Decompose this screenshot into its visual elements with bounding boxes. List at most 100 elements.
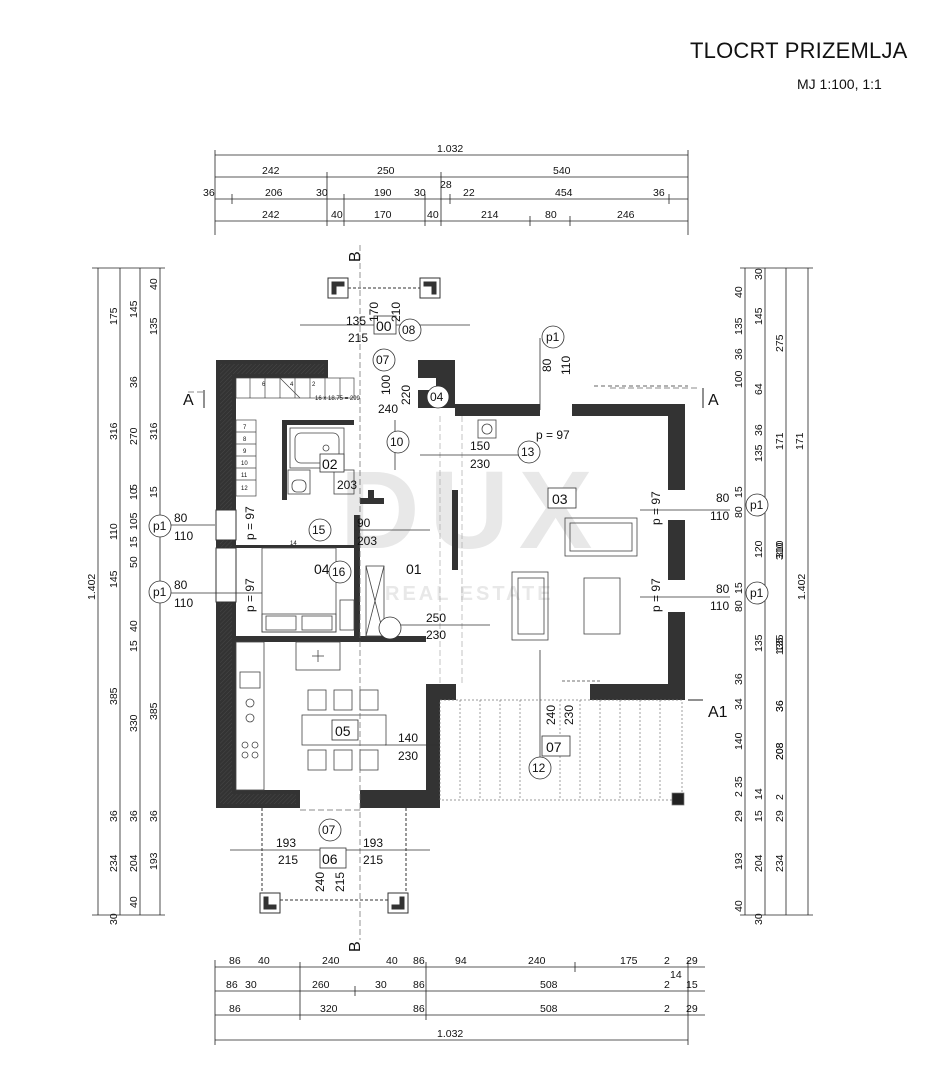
room-02: 02 (322, 456, 338, 472)
right-dim: 29 (733, 810, 745, 822)
right-dim: 135 (733, 317, 745, 335)
door-kitchen-height: 230 (398, 749, 418, 763)
top-dimensions (214, 150, 689, 235)
top-dim: 250 (377, 165, 395, 177)
marker-circles (148, 318, 769, 842)
right-dim: 100 (733, 370, 745, 388)
top-dim: 28 (440, 179, 452, 191)
section-a1: A1 (708, 704, 728, 721)
bottom-dim: 320 (320, 1003, 338, 1015)
right-dim: 208 (774, 742, 786, 760)
south-dim: 240 (313, 872, 327, 892)
right-dim: 135 (753, 444, 765, 462)
left-dim: 10 (128, 488, 140, 500)
window-left-width: 80 (174, 511, 188, 525)
bottom-dim: 86 (229, 955, 241, 967)
top-dim: 22 (463, 187, 475, 199)
right-dim: 275 (774, 334, 786, 352)
stair-step: 10 (241, 461, 248, 467)
marker-13: 13 (521, 445, 535, 459)
right-dim: 40 (733, 900, 745, 912)
window-left-height: 110 (174, 529, 193, 543)
marker-08: 08 (402, 323, 416, 337)
parapet-right-a: p = 97 (649, 491, 663, 525)
parapet-labels: p = 97 p = 97 p = 97 p = 97 p = 97 (243, 428, 663, 612)
right-dim: 40 (733, 286, 745, 298)
top-dim: 40 (331, 209, 343, 221)
top-dim: 242 (262, 209, 280, 221)
door-entry-dim: 210 (389, 302, 403, 322)
right-dim: 35 (733, 776, 745, 788)
left-dim: 135 (148, 317, 160, 335)
left-dim: 270 (128, 427, 140, 445)
stair-step: 6 (262, 382, 266, 388)
right-dim: 36 (733, 673, 745, 685)
door-terrace-height: 230 (562, 705, 576, 725)
marker-04: 04 (430, 390, 444, 404)
top-dim: 206 (265, 187, 283, 199)
bottom-dim: 86 (229, 1003, 241, 1015)
left-dim: 175 (108, 307, 120, 325)
right-dim: 36 (753, 424, 765, 436)
drawing-title: TLOCRT PRIZEMLJA (690, 38, 908, 63)
marker-p1-left-b: p1 (153, 585, 167, 599)
bottom-dim: 40 (386, 955, 398, 967)
parapet-left-a: p = 97 (243, 506, 257, 540)
bottom-dimensions (214, 960, 705, 1045)
section-markers: A A A1 B B (183, 251, 728, 952)
window-top-height: 110 (559, 356, 573, 375)
bottom-dim: 14 (670, 969, 682, 981)
door-entry-dim: 135 (346, 314, 366, 328)
right-dim: 30 (753, 913, 765, 925)
left-dim: 385 (148, 702, 160, 720)
left-overall-dim: 1.402 (86, 574, 98, 600)
marker-12: 12 (532, 761, 546, 775)
right-dim: 140 (733, 732, 745, 750)
room-01: 01 (406, 561, 422, 577)
top-dim: 246 (617, 209, 635, 221)
right-dim: 120 (753, 540, 765, 558)
door-main-width: 250 (426, 611, 446, 625)
axis-lines (188, 245, 700, 940)
stair-note: 16 x 18.75 = 299 (315, 396, 361, 402)
right-dim: 36 (774, 700, 786, 712)
stair-step: 14 (290, 541, 297, 547)
south-dim: 215 (333, 872, 347, 892)
door-entry-dim: 170 (367, 302, 381, 322)
bottom-dim: 29 (686, 1003, 698, 1015)
left-dim: 40 (148, 278, 160, 290)
top-dim: 190 (374, 187, 392, 199)
bottom-dim: 2 (664, 1003, 670, 1015)
right-dim: 15 (733, 486, 745, 498)
right-dim: 135 (774, 634, 786, 652)
left-dim: 36 (128, 376, 140, 388)
window-right-width: 80 (716, 491, 730, 505)
watermark-logo: DUX (340, 449, 602, 572)
bottom-dimension-labels: 86 40 240 40 86 94 240 175 2 29 14 86 30… (226, 955, 698, 1040)
right-dim: 80 (733, 600, 745, 612)
right-dim: 64 (753, 383, 765, 395)
marker-p1-top: p1 (546, 330, 560, 344)
left-dim: 36 (128, 810, 140, 822)
window-right-height: 110 (710, 509, 729, 523)
right-dim: 145 (753, 307, 765, 325)
top-dim: 170 (374, 209, 392, 221)
kitchen-fixtures (235, 641, 387, 791)
right-dim: 15 (733, 582, 745, 594)
left-dim: 110 (108, 523, 120, 540)
marker-p1-right-a: p1 (750, 498, 764, 512)
right-dim: 208 (774, 742, 786, 760)
bottom-dim: 86 (413, 955, 425, 967)
right-dim: 2 (774, 794, 786, 800)
staircase (235, 377, 355, 497)
section-a-right: A (708, 392, 719, 409)
top-dim: 30 (316, 187, 328, 199)
bottom-dim: 94 (455, 955, 467, 967)
bottom-dim: 86 (413, 1003, 425, 1015)
window-top-width: 80 (540, 358, 554, 372)
right-dim: 193 (733, 852, 745, 870)
marker-10: 10 (390, 435, 404, 449)
bottom-dim: 2 (664, 979, 670, 991)
left-dim: 36 (108, 810, 120, 822)
left-dim: 385 (108, 687, 120, 705)
